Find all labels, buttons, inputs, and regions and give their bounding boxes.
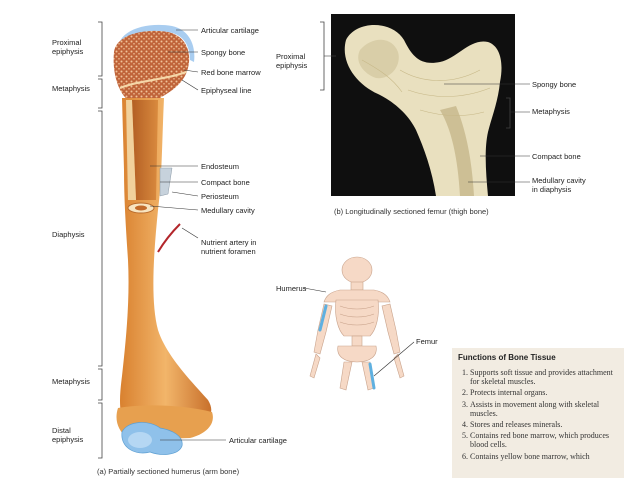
label-articular-cartilage-top: Articular cartilage bbox=[201, 26, 259, 35]
epiphyseal-line bbox=[119, 70, 187, 90]
region-brackets bbox=[98, 21, 103, 459]
functions-panel: Functions of Bone Tissue Supports soft t… bbox=[452, 348, 624, 478]
region-distal-epiphysis: Distal epiphysis bbox=[52, 426, 84, 444]
label-medullary-cavity: Medullary cavity bbox=[201, 206, 255, 215]
function-item: Supports soft tissue and provides attach… bbox=[470, 368, 620, 386]
skeleton-leader-lines bbox=[303, 287, 415, 377]
femur-proximal-bracket bbox=[320, 21, 325, 91]
label-compact-bone: Compact bone bbox=[201, 178, 250, 187]
medullary-cavity bbox=[132, 100, 158, 200]
skeleton-ribs bbox=[339, 305, 375, 326]
femur-region-proximal-epiphysis: Proximal epiphysis bbox=[276, 52, 308, 70]
label-femur-spongy-bone: Spongy bone bbox=[532, 80, 577, 89]
femur-metaphysis-bracket bbox=[506, 97, 511, 129]
proximal-epiphysis-spongy bbox=[113, 30, 190, 101]
label-endosteum: Endosteum bbox=[201, 162, 239, 171]
humerus-caption: (a) Partially sectioned humerus (arm bon… bbox=[97, 467, 240, 476]
region-diaphysis: Diaphysis bbox=[52, 230, 85, 239]
label-femur-medullary-cavity: Medullary cavity in diaphysis bbox=[532, 176, 586, 194]
label-femur-compact-bone: Compact bone bbox=[532, 152, 581, 161]
femur-caption: (b) Longitudinally sectioned femur (thig… bbox=[334, 207, 489, 216]
skeleton-humerus-highlight bbox=[318, 304, 328, 332]
function-item: Contains yellow bone marrow, which bbox=[470, 452, 620, 461]
label-nutrient-artery: Nutrient artery in nutrient foramen bbox=[201, 238, 257, 256]
label-skeleton-humerus: Humerus bbox=[276, 284, 307, 293]
function-item: Assists in movement along with skeletal … bbox=[470, 400, 620, 418]
skeleton-figure bbox=[309, 256, 405, 391]
label-periosteum: Periosteum bbox=[201, 192, 239, 201]
femur-leader-lines bbox=[444, 83, 530, 183]
skeleton-femur-highlight bbox=[368, 362, 376, 390]
function-item: Stores and releases minerals. bbox=[470, 420, 620, 429]
label-spongy-bone: Spongy bone bbox=[201, 48, 246, 57]
label-skeleton-femur: Femur bbox=[416, 337, 438, 346]
femur-trabecular-texture bbox=[361, 59, 491, 116]
nutrient-artery bbox=[157, 223, 181, 253]
function-item: Contains red bone marrow, which produces… bbox=[470, 431, 620, 449]
humerus-leader-lines bbox=[149, 29, 226, 441]
compact-bone-wall bbox=[126, 100, 136, 200]
region-metaphysis-top: Metaphysis bbox=[52, 84, 90, 93]
function-item: Protects internal organs. bbox=[470, 388, 620, 397]
region-metaphysis-bottom: Metaphysis bbox=[52, 377, 90, 386]
label-epiphyseal-line: Epiphyseal line bbox=[201, 86, 252, 95]
functions-list: Supports soft tissue and provides attach… bbox=[456, 368, 620, 463]
functions-title: Functions of Bone Tissue bbox=[458, 353, 556, 362]
label-red-bone-marrow: Red bone marrow bbox=[201, 68, 261, 77]
label-femur-metaphysis: Metaphysis bbox=[532, 107, 570, 116]
label-articular-cartilage-bottom: Articular cartilage bbox=[229, 436, 287, 445]
region-proximal-epiphysis: Proximal epiphysis bbox=[52, 38, 84, 56]
